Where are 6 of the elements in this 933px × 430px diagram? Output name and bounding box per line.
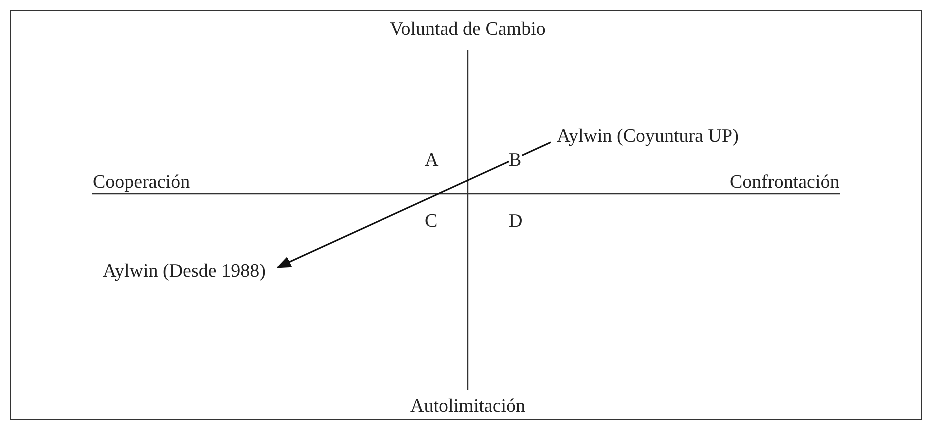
text-label: Aylwin (Coyuntura UP)	[557, 126, 739, 148]
axis-label: Cooperación	[93, 172, 190, 194]
axis-label: Confrontación	[730, 172, 840, 194]
axis-label: Autolimitación	[410, 396, 526, 418]
text-label: Aylwin (Desde 1988)	[103, 261, 266, 283]
axis-label: Voluntad de Cambio	[390, 19, 546, 41]
